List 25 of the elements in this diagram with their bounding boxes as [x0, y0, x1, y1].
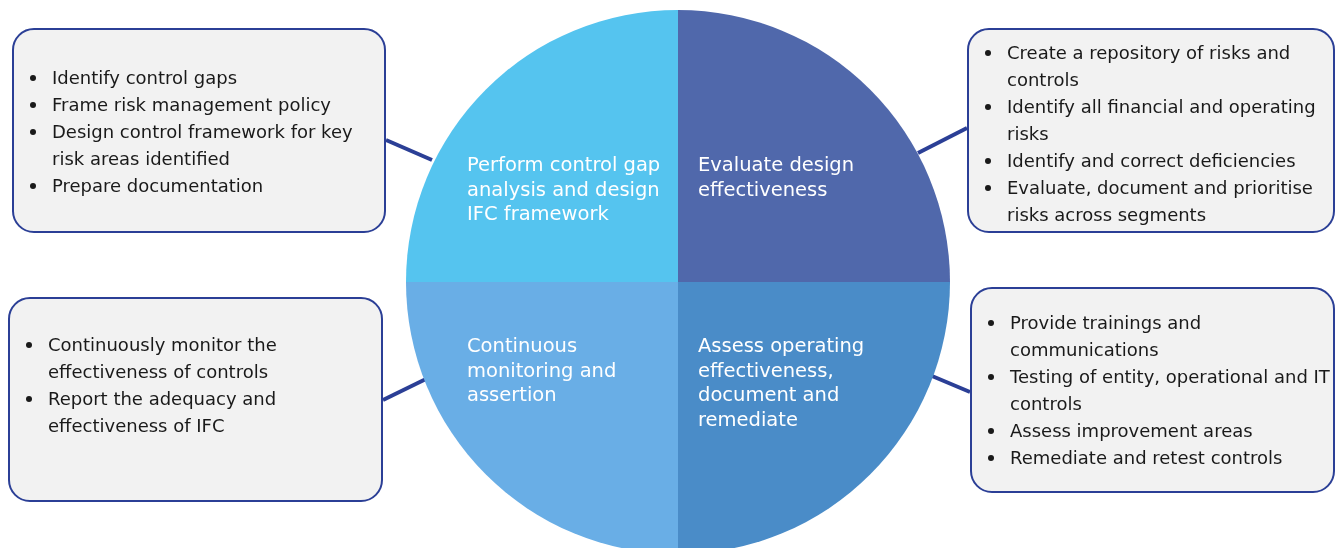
bullet-item: Frame risk management policy	[52, 94, 332, 115]
callout-box	[12, 28, 386, 233]
bullet-item: Identify all financial and operating risks	[1007, 96, 1316, 144]
callout-box	[8, 297, 383, 502]
bullet-item: Create a repository of risks and controls	[1007, 42, 1291, 90]
bullet-item: Remediate and retest controls	[1010, 447, 1283, 468]
bullet-item: Design control framework for key risk areas identified	[52, 121, 353, 169]
bullet-item: Provide trainings and communications	[1010, 312, 1202, 360]
quadrant-label: Assess operating effectiveness, document and remediate	[698, 334, 866, 432]
bullet-item: Continuously monitor the effectiveness of controls	[48, 334, 277, 382]
connector-line	[385, 138, 433, 162]
connector-line	[931, 374, 971, 394]
bullet-item: Testing of entity, operational and IT controls	[1010, 366, 1330, 414]
bullet-item: Prepare documentation	[52, 175, 264, 196]
bullet-item: Identify control gaps	[52, 67, 238, 88]
quadrant-label: Continuous monitoring and assertion	[467, 334, 618, 408]
bullet-item: Report the adequacy and effectiveness of IFC	[48, 388, 277, 436]
callout-box	[970, 287, 1335, 493]
connector-line	[917, 126, 968, 155]
callout-box	[967, 28, 1335, 233]
quadrant-label: Perform control gap analysis and design IFC framework	[467, 153, 662, 227]
bullet-item: Identify and correct deficiencies	[1007, 150, 1296, 171]
quadrant-label: Evaluate design effectiveness	[698, 153, 856, 202]
bullet-item: Assess improvement areas	[1010, 420, 1253, 441]
bullet-item: Evaluate, document and prioritise risks across segments	[1007, 177, 1313, 225]
